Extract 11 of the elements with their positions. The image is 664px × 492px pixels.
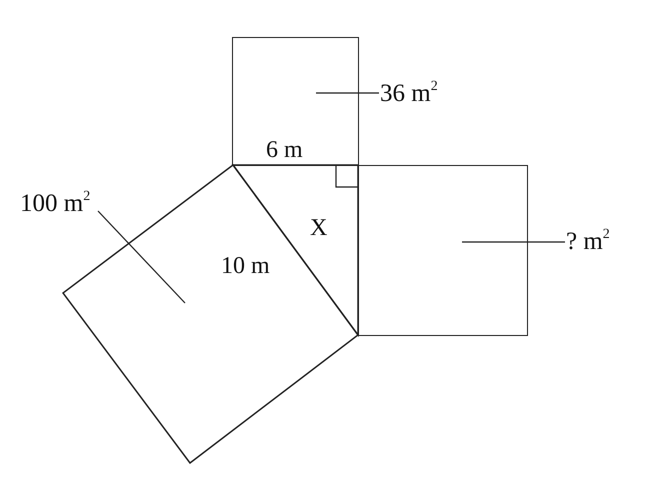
area-label: ? m$^{2}$ — [566, 228, 610, 254]
measure-label: 6 m — [266, 138, 303, 162]
measure-label: X — [310, 216, 328, 240]
leader-line — [462, 241, 565, 243]
leader-line — [316, 92, 379, 94]
square — [358, 165, 528, 336]
square — [232, 37, 359, 166]
measure-label: 10 m — [221, 254, 270, 278]
area-label: 100 m$^{2}$ — [20, 190, 90, 216]
area-label: 36 m$^{2}$ — [380, 80, 438, 106]
leader-line — [98, 210, 186, 304]
